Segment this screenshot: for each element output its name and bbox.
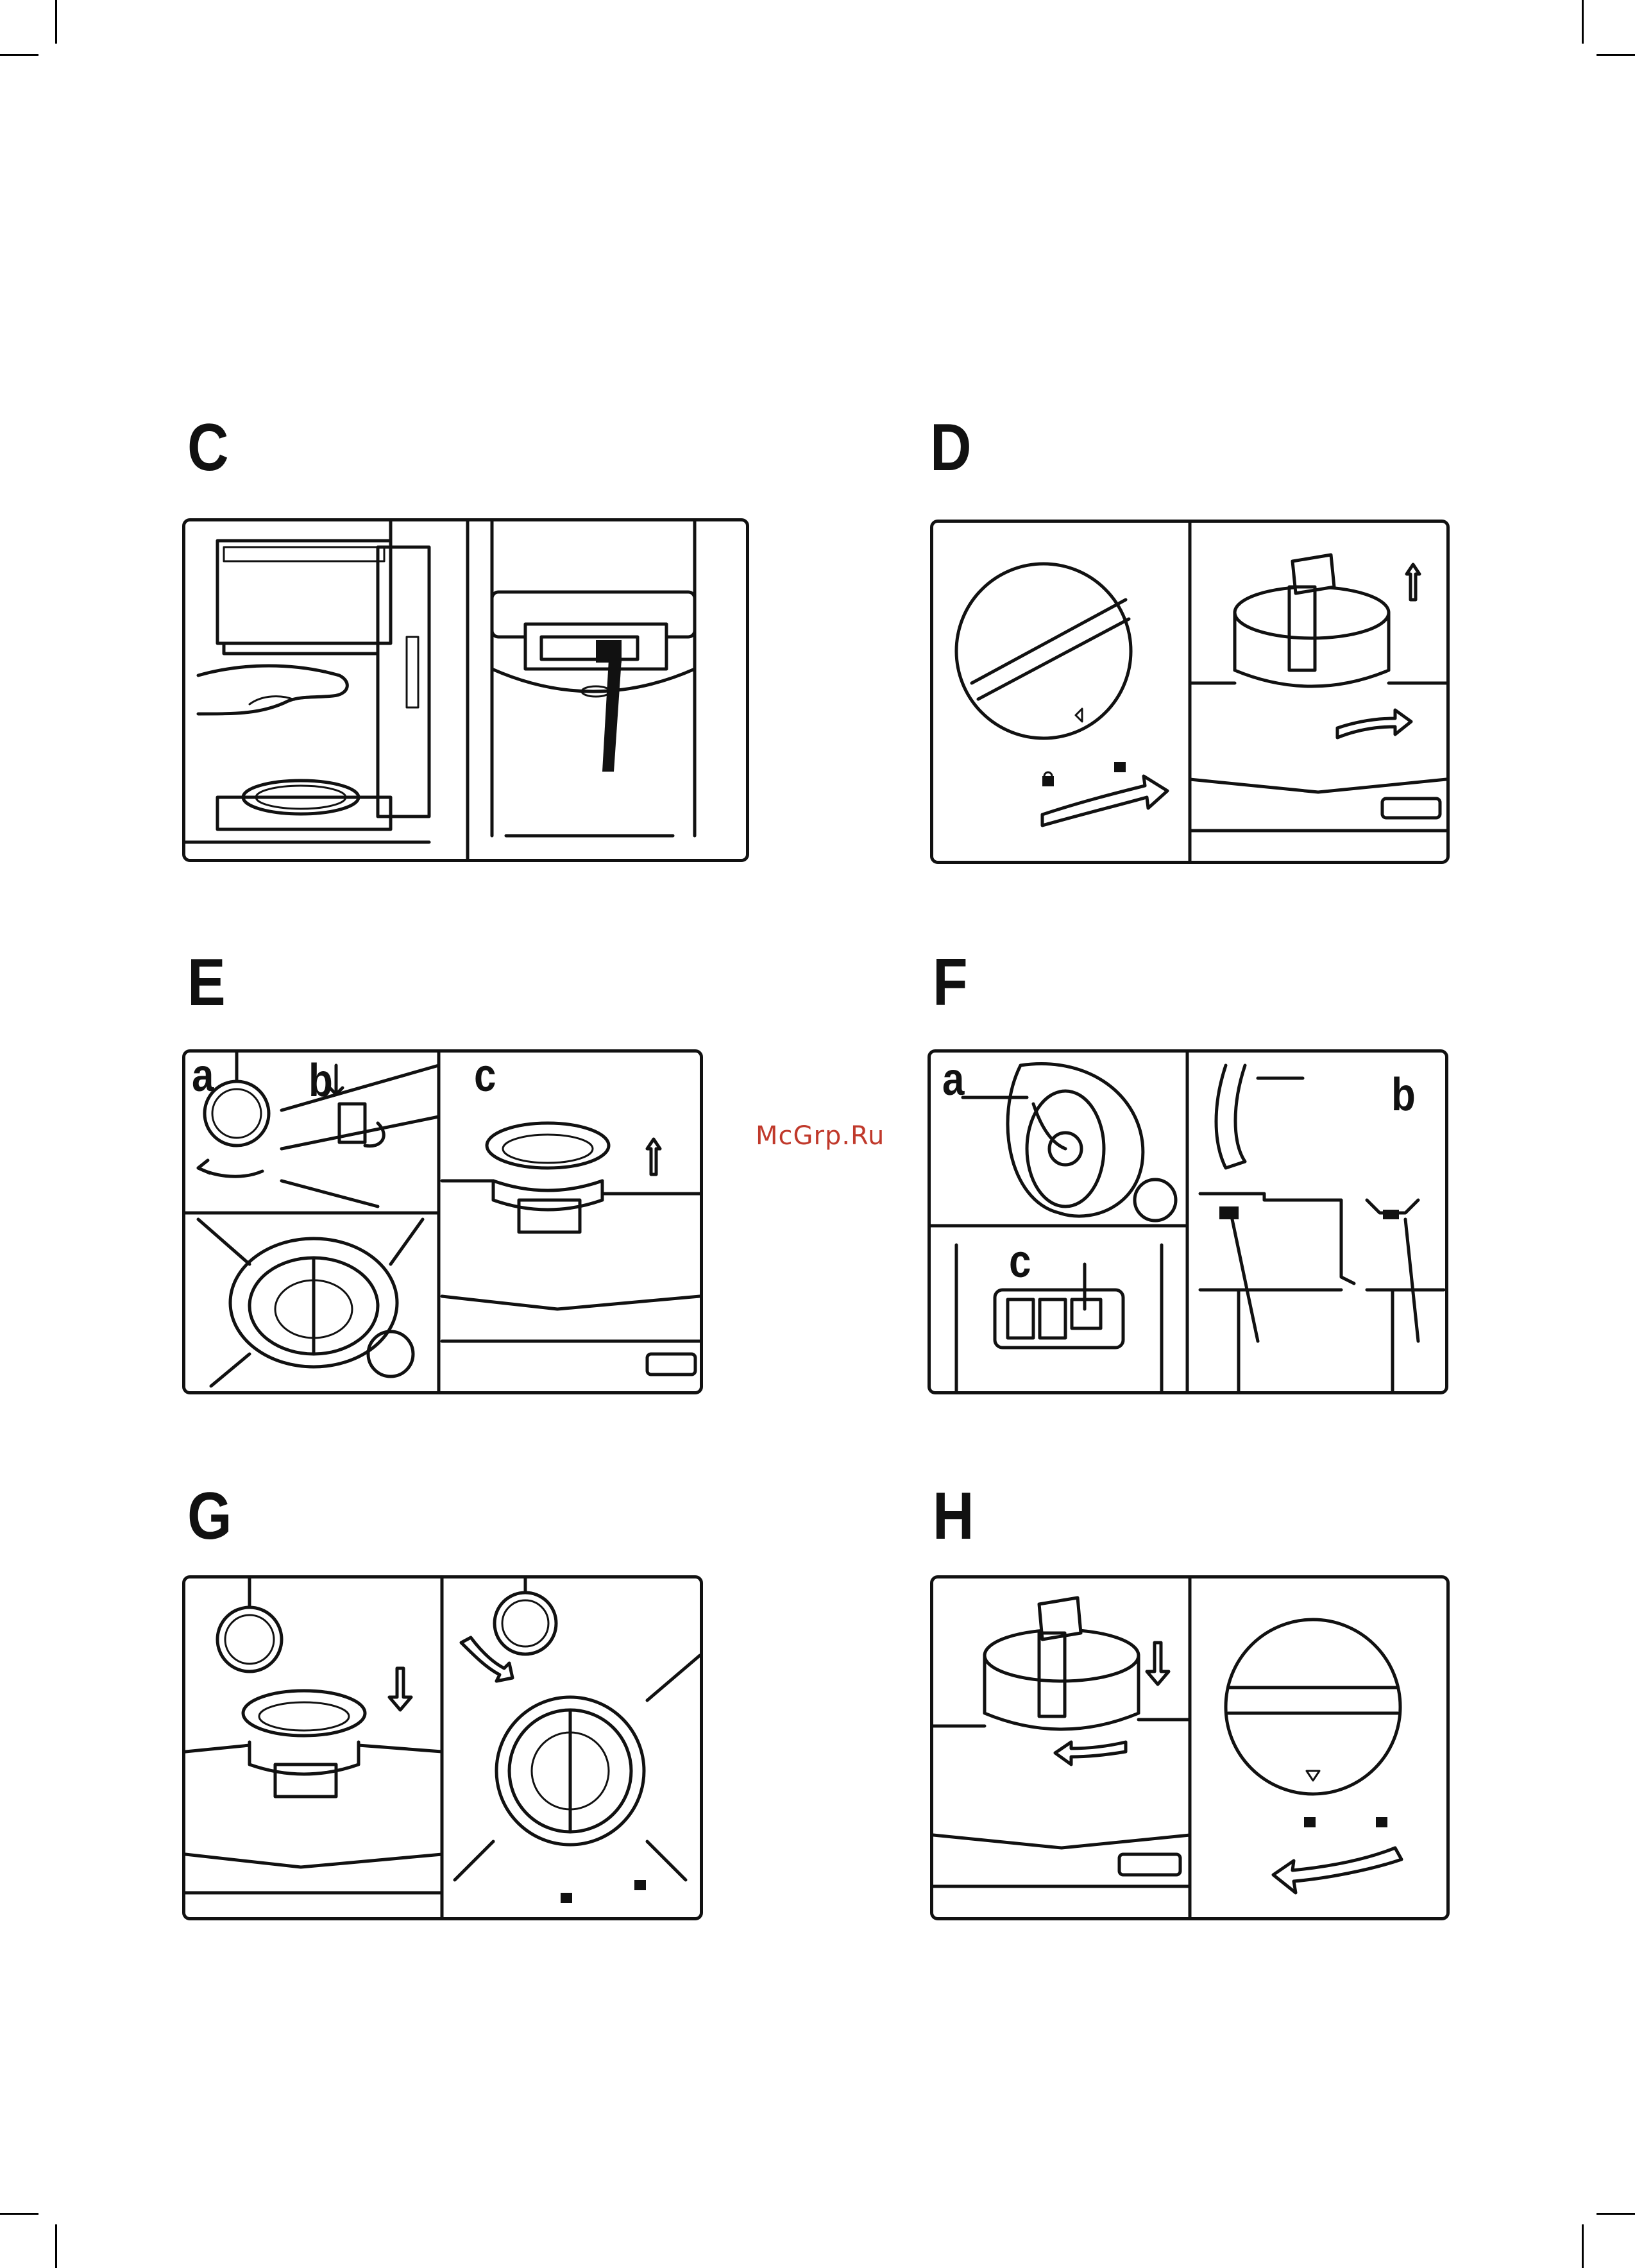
illustration-h	[933, 1578, 1446, 1917]
crop-mark	[55, 0, 57, 44]
figure-c	[182, 518, 749, 862]
crop-mark	[0, 54, 38, 56]
sub-label-e-a: a	[192, 1053, 214, 1099]
illustration-c	[185, 521, 746, 859]
crop-mark	[1597, 2213, 1635, 2215]
crop-mark	[55, 2224, 57, 2268]
figure-d	[930, 520, 1450, 864]
crop-mark	[1582, 0, 1584, 44]
illustration-g	[185, 1578, 700, 1917]
sub-label-f-a: a	[942, 1056, 964, 1103]
crop-mark	[0, 2213, 38, 2215]
section-label-e: E	[187, 949, 226, 1016]
figure-h	[930, 1575, 1450, 1920]
figure-e: a b c	[182, 1049, 703, 1394]
crop-mark	[1597, 54, 1635, 56]
watermark: McGrp.Ru	[756, 1121, 885, 1151]
sub-label-e-b: b	[309, 1058, 333, 1104]
sub-label-f-c: c	[1009, 1239, 1031, 1285]
figure-f: a b c	[928, 1049, 1448, 1394]
section-label-d: D	[930, 414, 972, 481]
illustration-d	[933, 523, 1446, 861]
sub-label-f-b: b	[1391, 1072, 1416, 1118]
section-label-f: F	[933, 949, 968, 1016]
illustration-e	[185, 1053, 700, 1391]
section-label-g: G	[187, 1483, 232, 1550]
section-label-c: C	[187, 414, 229, 481]
section-label-h: H	[933, 1483, 974, 1550]
illustration-f	[931, 1053, 1445, 1391]
crop-mark	[1582, 2224, 1584, 2268]
figure-g	[182, 1575, 703, 1920]
sub-label-e-c: c	[474, 1053, 496, 1099]
